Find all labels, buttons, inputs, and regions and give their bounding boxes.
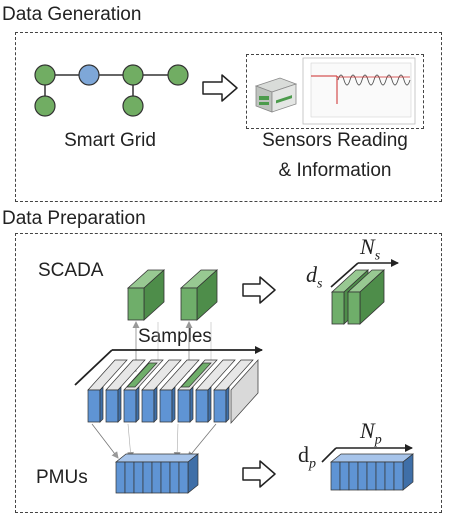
sensors-frame xyxy=(246,54,424,129)
pmu-column xyxy=(375,461,386,491)
sample-slice-side xyxy=(153,386,158,423)
data-generation-title: Data Generation xyxy=(2,4,142,25)
sample-slice-pmu xyxy=(141,389,155,423)
arrow-outline-icon xyxy=(242,460,276,488)
sample-slices xyxy=(87,359,254,423)
pmu-column xyxy=(330,461,341,491)
sample-slice-side xyxy=(171,386,176,423)
data-preparation-title: Data Preparation xyxy=(2,208,146,229)
sample-slice-side xyxy=(117,386,122,423)
information-label: & Information xyxy=(278,160,392,181)
sample-slice-scada xyxy=(180,362,212,388)
pmu-column xyxy=(357,461,368,491)
pmu-column xyxy=(151,461,162,494)
dp-label: dp xyxy=(298,442,316,472)
samples-tensor xyxy=(230,358,259,425)
sample-slice-side xyxy=(189,386,194,423)
scada-block xyxy=(126,269,166,321)
pmu-column xyxy=(339,461,350,491)
sample-slice-pmu xyxy=(159,389,173,423)
pmu-block xyxy=(115,453,199,494)
pmus-label: PMUs xyxy=(36,467,88,488)
data-generation-panel xyxy=(15,32,442,202)
pmu-result-block xyxy=(330,453,414,491)
sample-slice-side xyxy=(225,386,230,423)
pmu-column xyxy=(142,461,153,494)
sample-slice-pmu xyxy=(213,389,227,423)
samples-label: Samples xyxy=(138,326,212,347)
data-preparation-panel xyxy=(15,233,442,513)
pmu-column xyxy=(133,461,144,494)
pmu-column xyxy=(393,461,404,491)
sensors-reading-label: Sensors Reading xyxy=(262,130,408,151)
arrow-outline-icon xyxy=(242,276,276,304)
pmu-column xyxy=(366,461,377,491)
waveform-plot-icon xyxy=(302,57,416,125)
pmu-column xyxy=(169,461,180,494)
grid-node-hub xyxy=(78,64,100,86)
sample-slice-pmu xyxy=(87,389,101,423)
grid-node xyxy=(34,95,56,117)
sample-slice-side xyxy=(207,386,212,423)
grid-node xyxy=(122,64,144,86)
sample-slice-scada xyxy=(126,362,158,388)
ds-label: ds xyxy=(306,262,323,292)
samples-arrow xyxy=(74,349,113,386)
scada-result-block xyxy=(330,269,386,325)
sensor-device-icon xyxy=(254,77,298,113)
pmu-column xyxy=(160,461,171,494)
pmu-column xyxy=(384,461,395,491)
smart-grid-label: Smart Grid xyxy=(64,130,156,151)
sample-slice-side xyxy=(99,386,104,423)
sample-slice-pmu xyxy=(123,389,137,423)
pmu-column xyxy=(115,461,126,494)
pmu-block-top xyxy=(330,453,414,463)
sample-slice-pmu xyxy=(195,389,209,423)
grid-node xyxy=(34,64,56,86)
arrow-outline-icon xyxy=(202,74,238,102)
smart-grid-network xyxy=(34,64,189,117)
grid-node xyxy=(122,95,144,117)
grid-node xyxy=(167,64,189,86)
sample-slice-pmu xyxy=(105,389,119,423)
ns-label: Ns xyxy=(360,234,381,264)
sample-slice-side xyxy=(135,386,140,423)
scada-label: SCADA xyxy=(38,260,104,281)
scada-block xyxy=(179,269,219,321)
pmu-block-top xyxy=(115,453,199,463)
sample-slice-pmu xyxy=(177,389,191,423)
np-label: Np xyxy=(360,418,382,448)
pmu-column xyxy=(348,461,359,491)
pmu-column xyxy=(178,461,189,494)
pmu-column xyxy=(124,461,135,494)
